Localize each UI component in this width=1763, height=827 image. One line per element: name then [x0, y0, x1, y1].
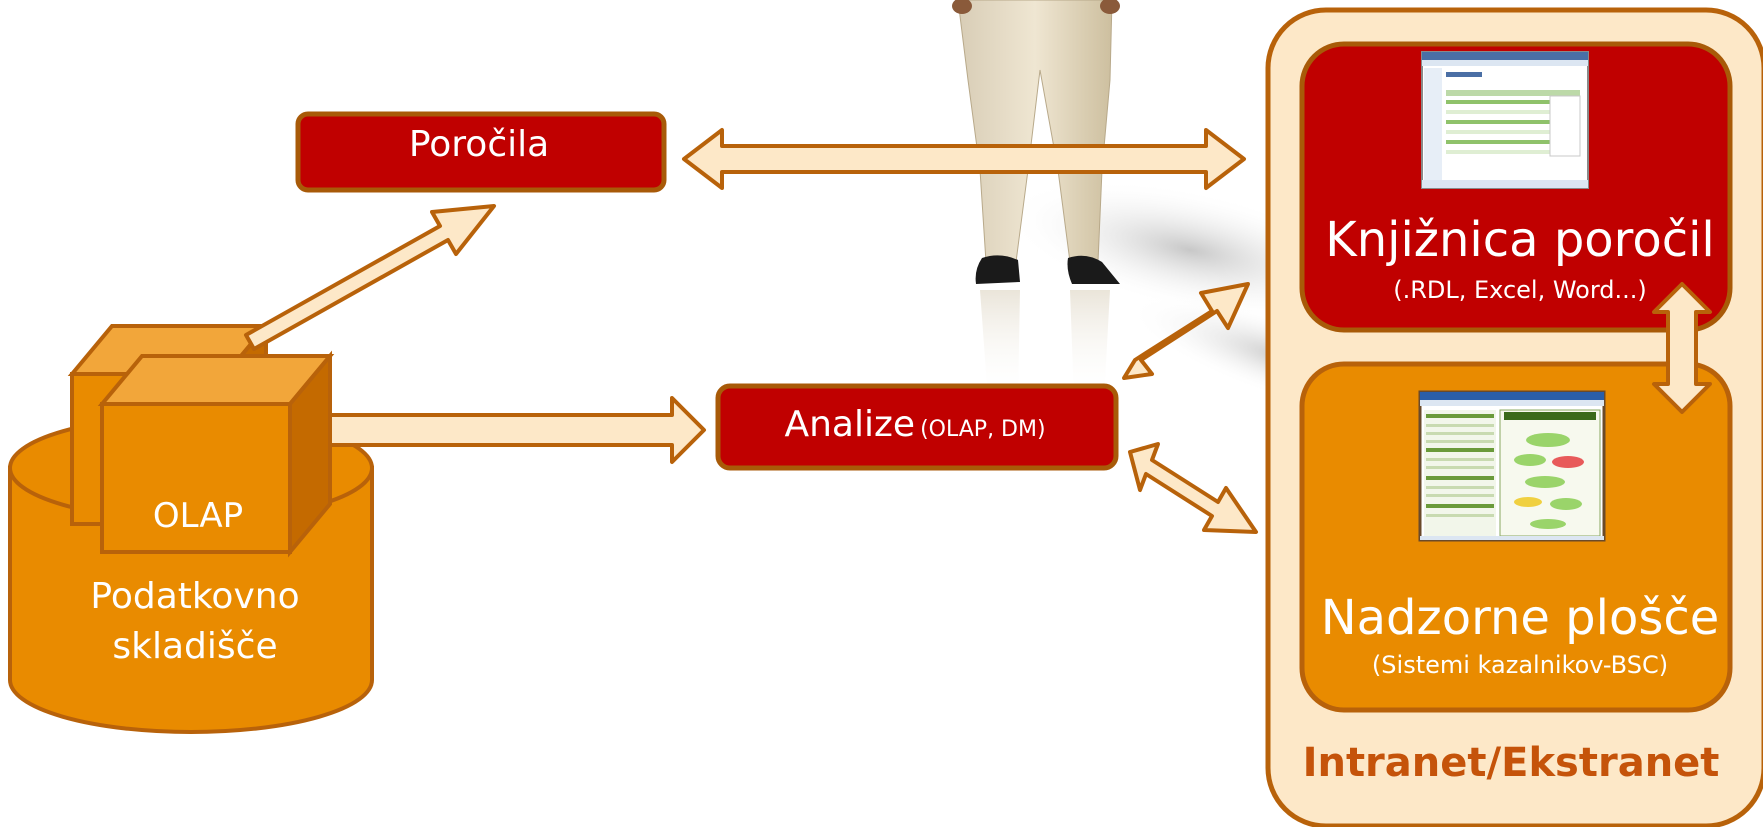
- person-trousers: [957, 0, 1113, 263]
- report-library-title: Knjižnica poročil: [1325, 212, 1715, 268]
- arrow-warehouse-analyses: [328, 396, 706, 464]
- reports-box: [295, 111, 667, 193]
- report-library-thumbnail: [1421, 51, 1589, 189]
- dashboards-subtitle: (Sistemi kazalnikov-BSC): [1371, 651, 1669, 679]
- analyses-box: [715, 383, 1119, 471]
- arrows: [244, 128, 1712, 534]
- olap-cube-front: [97, 350, 335, 558]
- person-left-hand: [952, 0, 972, 14]
- analyses-label-group: Analize (OLAP, DM): [716, 404, 1114, 445]
- arrow-reports-library: [682, 128, 1246, 190]
- person-right-hand: [1100, 0, 1120, 14]
- analyses-label: Analize: [784, 404, 915, 445]
- dashboard-thumbnail: [1418, 390, 1606, 542]
- report-library-subtitle: (.RDL, Excel, Word...): [1393, 276, 1647, 304]
- analyses-detail: (OLAP, DM): [920, 417, 1046, 442]
- person-right-shoe: [1067, 255, 1120, 284]
- arrow-analyses-library: [1122, 282, 1250, 380]
- person-reflection: [980, 290, 1110, 400]
- arrow-library-dashboards: [1652, 282, 1712, 414]
- data-warehouse-label: Podatkovno skladišče: [90, 576, 300, 667]
- reports-label: Poročila: [408, 124, 550, 165]
- olap-cube-label: OLAP: [152, 496, 244, 536]
- intranet-extranet-label: Intranet/Ekstranet: [1302, 740, 1720, 786]
- person-left-shoe: [975, 255, 1020, 284]
- dashboards-title: Nadzorne plošče: [1320, 590, 1720, 646]
- arrow-analyses-dashboards: [1128, 442, 1258, 534]
- arrow-warehouse-reports: [244, 204, 496, 351]
